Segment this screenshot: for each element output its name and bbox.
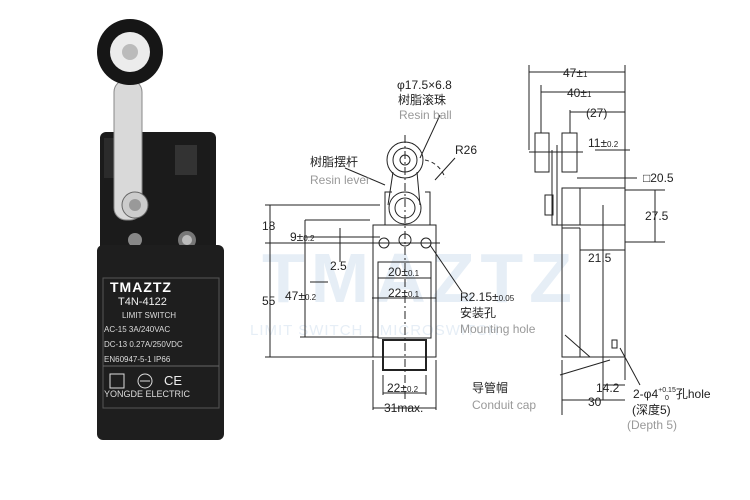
- product-brand: TMAZTZ: [110, 279, 172, 295]
- lever-en-label: Resin lever: [310, 173, 371, 187]
- hole-radius-label: R2.15±0.05: [460, 290, 515, 304]
- dim-27-5: 27.5: [645, 209, 669, 223]
- product-model: T4N-4122: [118, 296, 167, 308]
- conduit-cn-label: 导管帽: [472, 381, 509, 395]
- dim-55: 55: [262, 294, 276, 308]
- roller-cn-label: 树脂滚珠: [398, 93, 447, 107]
- product-standard: EN60947-5-1 IP66: [104, 355, 171, 364]
- dim-11: 11±0.2: [588, 136, 619, 150]
- dim-40: 40±1: [567, 86, 592, 100]
- watermark-tagline: LIMIT SWITCH · MICROSWITCH: [250, 322, 500, 339]
- dim-31max: 31max.: [384, 401, 424, 415]
- product-maker: YONGDE ELECTRIC: [104, 389, 191, 399]
- dim-27: (27): [586, 106, 608, 120]
- ce-mark: CE: [164, 373, 183, 388]
- product-photo: [97, 19, 224, 440]
- product-spec-dc: DC-13 0.27A/250VDC: [104, 340, 183, 349]
- hole-cn-label: 安装孔: [460, 306, 497, 320]
- dim-30: 30: [588, 395, 602, 409]
- roller-size-label: φ17.5×6.8: [397, 78, 452, 92]
- radius-label: R26: [455, 143, 478, 157]
- dim-22-bottom: 22±0.2: [387, 381, 419, 395]
- side-view: [528, 65, 665, 415]
- depth-en-label: (Depth 5): [627, 418, 678, 432]
- dim-20-5: □20.5: [643, 171, 674, 185]
- product-spec-ac: AC-15 3A/240VAC: [104, 325, 171, 334]
- dim-9: 9±0.2: [290, 230, 315, 244]
- dim-18: 18: [262, 219, 276, 233]
- depth-cn-label: (深度5): [632, 403, 671, 417]
- front-view: [265, 114, 463, 410]
- dim-22-inner: 22±0.1: [388, 286, 420, 300]
- dim-47: 47±0.2: [285, 289, 317, 303]
- roller-en-label: Resin ball: [399, 108, 452, 122]
- dim-14-2: 14.2: [596, 381, 620, 395]
- lever-cn-label: 树脂摆杆: [310, 155, 359, 169]
- product-type: LIMIT SWITCH: [122, 311, 177, 320]
- dim-20: 20±0.1: [388, 265, 420, 279]
- dim-47-side: 47±1: [563, 66, 588, 80]
- conduit-en-label: Conduit cap: [472, 398, 537, 412]
- dim-2-5: 2.5: [330, 259, 347, 273]
- hole-en-label: Mounting hole: [460, 322, 536, 336]
- dim-21-5: 21.5: [588, 251, 612, 265]
